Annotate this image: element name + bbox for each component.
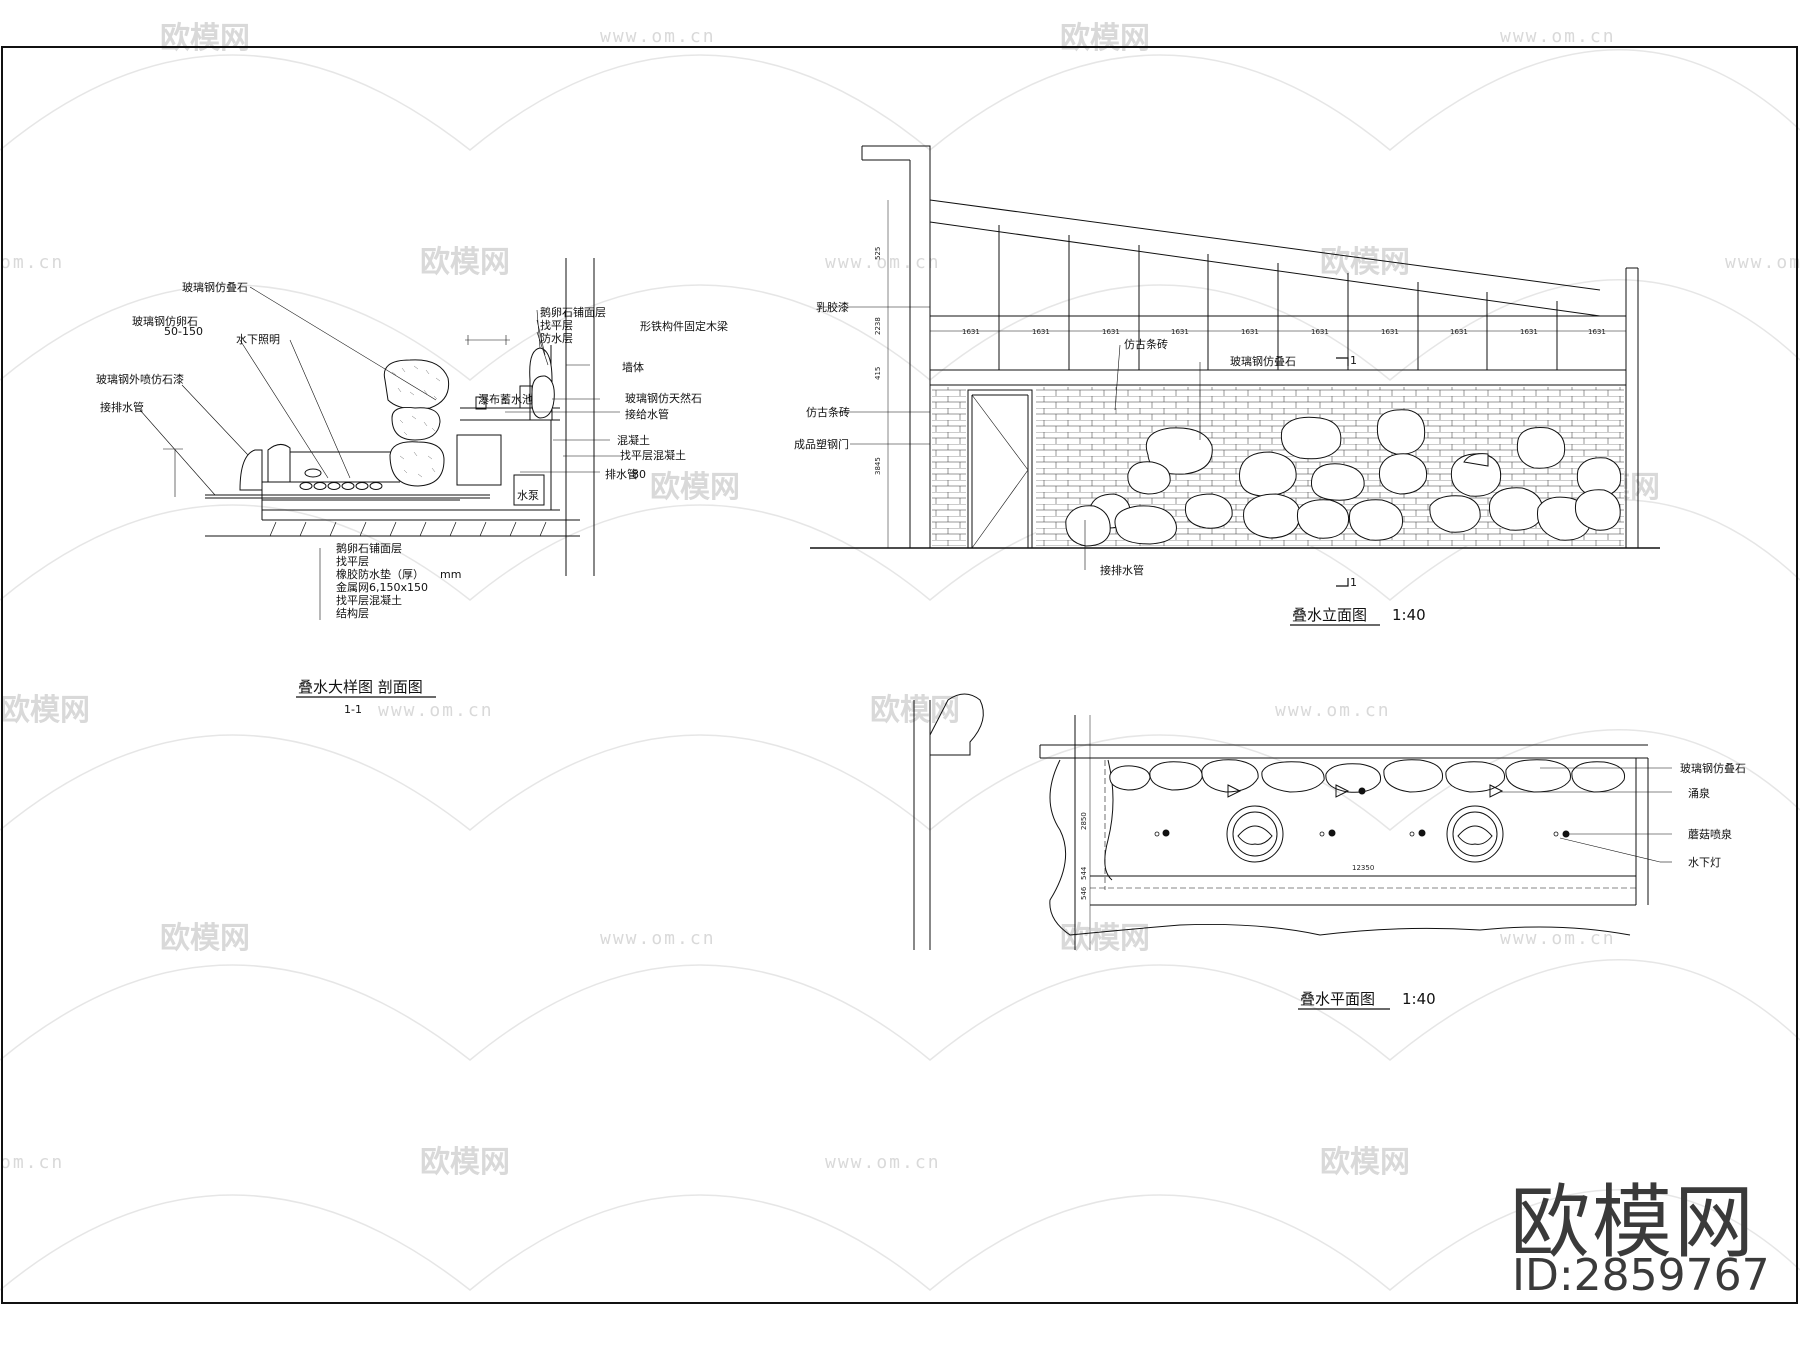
plan-labels: 玻璃钢仿叠石 涌泉 蘑菇喷泉 水下灯 12350 2850 544 546 叠水… [1080, 761, 1746, 1010]
elevation-annotations: 乳胶漆 仿古条砖 成品塑钢门 仿古条砖 玻璃钢仿叠石 接排水管 1 1 1631… [794, 247, 1606, 626]
watermark-logo: 欧模网 [1060, 21, 1150, 56]
label-plan-light: 水下灯 [1688, 856, 1721, 869]
label-pebble-layer: 鹅卵石铺面层 [540, 305, 606, 319]
watermark-logo: 欧模网 [870, 693, 960, 728]
watermark-url: om.cn [0, 252, 64, 273]
watermark-url: om.cn [0, 1152, 64, 1173]
plan-scale: 1:40 [1402, 990, 1436, 1008]
panel-dim: 1631 [1241, 328, 1259, 336]
label-leveling-layer: 找平层 [540, 318, 573, 332]
label-antique-brick: 仿古条砖 [1124, 337, 1168, 351]
height-dim: 525 [874, 247, 882, 260]
panel-dim: 1631 [1520, 328, 1538, 336]
panel-dim: 1631 [1102, 328, 1120, 336]
label-base-leveling: 找平层 [336, 554, 369, 568]
elevation-scale: 1:40 [1392, 606, 1426, 624]
watermark-url: www.om.cn [1500, 26, 1616, 47]
label-base-pebble: 鹅卵石铺面层 [336, 541, 402, 555]
plan-height-dim: 2850 [1080, 812, 1088, 830]
watermark-logo: 欧模网 [160, 21, 250, 56]
watermark-url: www.om.cn [600, 928, 716, 949]
label-drain-pipe: 接排水管 [100, 400, 144, 414]
plan-fixtures [1154, 787, 1570, 838]
cut-mark-top: 1 [1350, 354, 1357, 367]
elevation-title: 叠水立面图 [1292, 606, 1367, 624]
elevation-cut-marks [1336, 357, 1349, 587]
height-dim: 3845 [874, 457, 882, 475]
height-dim: 415 [874, 367, 882, 380]
section-subtitle: 1-1 [344, 703, 362, 716]
label-base-concrete: 找平层混凝土 [336, 593, 402, 607]
label-drain-elev: 接排水管 [1100, 563, 1144, 577]
label-pump: 水泵 [517, 489, 539, 502]
label-frp-stone-paint: 玻璃钢外喷仿石漆 [96, 372, 184, 386]
section-title: 叠水大样图 剖面图 [298, 678, 423, 696]
watermark-url: www.om.cn [1275, 700, 1391, 721]
label-underwater-light: 水下照明 [236, 333, 280, 346]
watermark-url: www.om.cn [1725, 252, 1800, 273]
label-metal-mesh: 金属网6,150x150 [336, 580, 428, 594]
label-rubber-pad: 橡胶防水垫（厚） [336, 567, 424, 581]
panel-dim: 1631 [1311, 328, 1329, 336]
label-frp-pebble: 玻璃钢仿卵石 [132, 314, 198, 328]
watermark-logo: 欧模网 [420, 1145, 510, 1180]
height-dim: 2238 [874, 317, 882, 335]
cut-mark-bottom: 1 [1350, 576, 1357, 589]
panel-dim: 1631 [962, 328, 980, 336]
label-frp-natural-stone: 玻璃钢仿天然石 [625, 391, 702, 405]
watermark-url: www.om.cn [600, 26, 716, 47]
watermark-logo: 欧模网 [1060, 921, 1150, 956]
watermark-url: www.om.cn [1500, 928, 1616, 949]
section-drawing [139, 258, 620, 620]
panel-dim: 1631 [1171, 328, 1189, 336]
label-waterfall-tank: 瀑布蓄水池 [478, 393, 533, 406]
sheet-border [1, 46, 1798, 1304]
plan-height-dim: 546 [1080, 886, 1088, 900]
label-water-supply: 接给水管 [625, 407, 669, 421]
elevation-stones [1065, 409, 1622, 547]
watermark-logo: 欧模网 [650, 470, 740, 505]
label-latex-paint: 乳胶漆 [816, 300, 849, 314]
brand-logo: 欧模网 [1510, 1176, 1756, 1269]
plan-title: 叠水平面图 [1300, 990, 1375, 1008]
label-drain-size: 80 [632, 468, 646, 481]
watermark-url: www.om.cn [378, 700, 494, 721]
plan-drawing [913, 693, 1672, 950]
watermark-layer: 欧模网 www.om.cn 欧模网 www.om.cn om.cn 欧模网 ww… [0, 21, 1800, 1291]
panel-dim: 1631 [1450, 328, 1468, 336]
label-rubber-pad-unit: mm [440, 568, 461, 581]
label-plan-stone: 玻璃钢仿叠石 [1680, 761, 1746, 775]
label-waterproof-layer: 防水层 [540, 331, 573, 345]
watermark-logo: 欧模网 [420, 245, 510, 280]
label-frp-pebble-size: 50-150 [164, 325, 203, 338]
watermark-logo: 欧模网 [1320, 1145, 1410, 1180]
brand-id: ID:2859767 [1512, 1250, 1770, 1301]
watermark-url: www.om.cn [825, 252, 941, 273]
label-wall: 墙体 [622, 360, 644, 374]
elevation-drawing [810, 145, 1660, 549]
plan-height-dim: 544 [1080, 866, 1088, 880]
brick-wall-left [932, 387, 966, 546]
panel-dim: 1631 [1588, 328, 1606, 336]
label-door: 成品塑钢门 [794, 437, 849, 451]
label-concrete: 混凝土 [617, 433, 650, 447]
label-plan-mushroom: 蘑菇喷泉 [1688, 827, 1732, 841]
watermark-url: www.om.cn [825, 1152, 941, 1173]
watermark-logo: 欧模网 [160, 921, 250, 956]
label-plan-spring: 涌泉 [1688, 786, 1710, 800]
label-iron-bracket: 形铁构件固定木梁 [640, 319, 728, 333]
label-structure: 结构层 [336, 606, 369, 620]
panel-dim: 1631 [1032, 328, 1050, 336]
label-frp-stone-elev: 玻璃钢仿叠石 [1230, 354, 1296, 368]
plan-width-dim: 12350 [1352, 864, 1374, 872]
label-frp-stacked-stone: 玻璃钢仿叠石 [182, 280, 248, 294]
watermark-logo: 欧模网 [0, 693, 90, 728]
label-antique-brick-left: 仿古条砖 [806, 405, 850, 419]
section-labels: 玻璃钢仿叠石 玻璃钢仿卵石 50-150 水下照明 玻璃钢外喷仿石漆 接排水管 … [96, 280, 728, 716]
label-leveling-concrete: 找平层混凝土 [620, 448, 686, 462]
label-drain-outlet: 排水管 [605, 467, 638, 481]
panel-dim: 1631 [1381, 328, 1399, 336]
